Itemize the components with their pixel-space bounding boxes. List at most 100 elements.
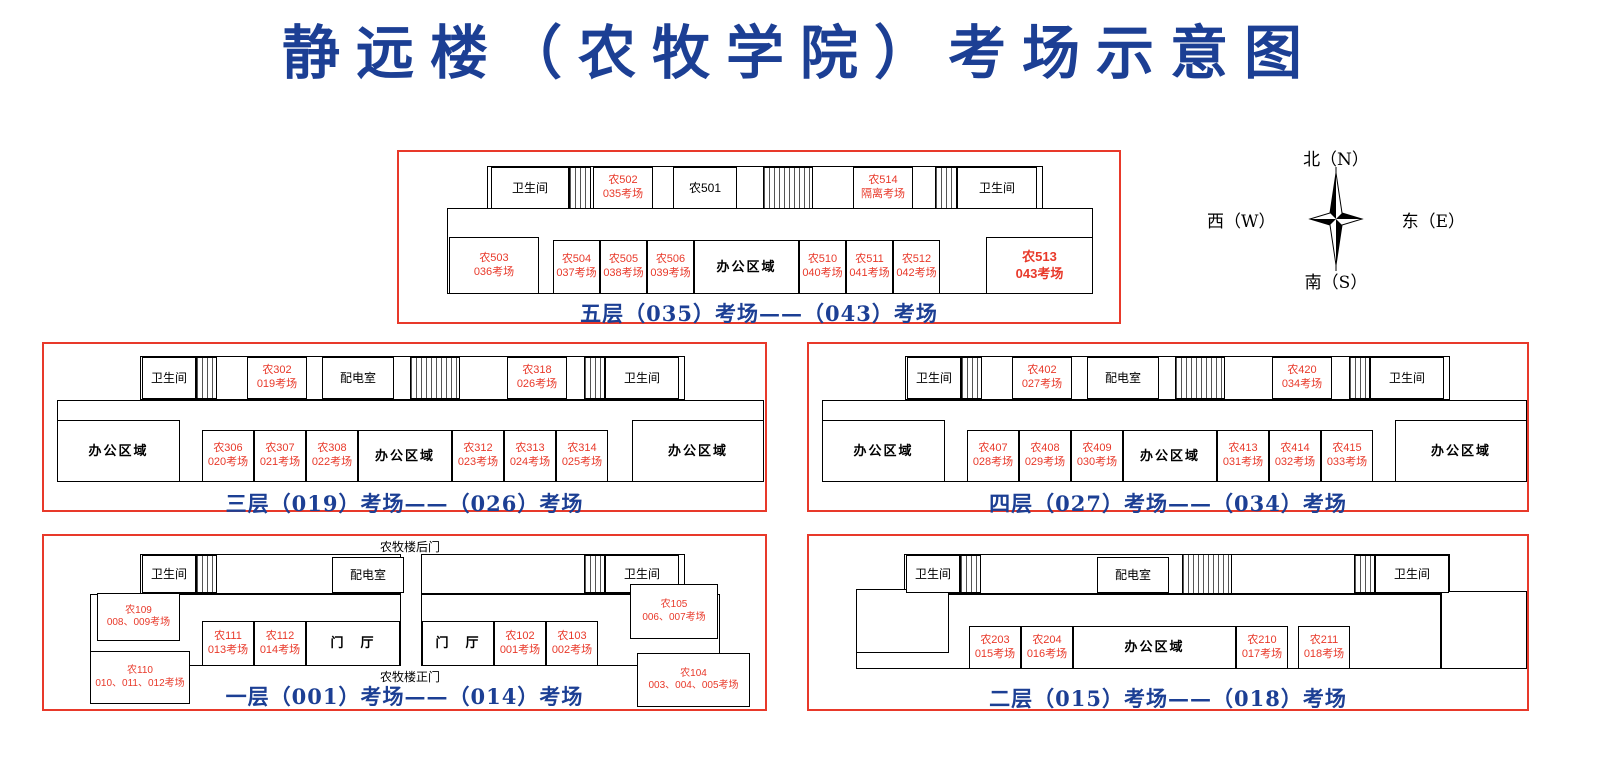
office-area-center: 办公区域 [694,240,799,294]
room-number: 农502 [608,174,638,187]
exam-label: 038考场 [603,267,644,279]
exam-label: 008、009考场 [106,617,171,628]
compass-south-label: 南（S） [1304,273,1368,293]
room-label: 配电室 [1104,370,1141,385]
room-label: 办公区域 [716,258,777,274]
exam-label: 022考场 [311,456,353,468]
office-area-center: 办公区域 [1123,430,1217,482]
room-number: 农105 [660,599,688,610]
exam-label: 029考场 [1024,456,1066,468]
exam-label: 025考场 [561,456,603,468]
exam-label: 010、011、012考场 [95,677,185,689]
power-room: 配电室 [1087,357,1159,399]
room-label: 办公区域 [1124,639,1185,655]
floor-3-caption: 三层（019）考场——（026）考场 [225,491,584,516]
compass-north-label: 北（N） [1303,150,1369,170]
room-number: 农111 [214,629,242,642]
room-label: 配电室 [349,567,386,582]
room-number: 农413 [1228,442,1258,455]
room-number: 农308 [317,442,347,455]
room-number: 农307 [265,442,295,455]
room-label: 卫生间 [150,566,187,581]
restroom-left: 卫生间 [491,167,569,209]
page-title: 静远楼（农牧学院）考场示意图 [281,19,1318,87]
room-label: 办公区域 [1139,447,1200,463]
room-label: 办公区域 [667,442,728,458]
floor-2-right-annex [1441,591,1527,669]
entrance-hall-right: 门 厅 [422,621,494,666]
room-label: 卫生间 [511,180,548,195]
room-number: 农409 [1082,442,1112,455]
room-label: 配电室 [1114,567,1151,582]
exam-label: 020考场 [207,456,249,468]
room-label: 卫生间 [623,370,660,385]
room-label: 门 厅 [435,635,481,651]
stairwell-right [1354,555,1375,593]
exam-label: 018考场 [1303,647,1345,660]
stairwell-right [584,357,605,399]
room-label: 卫生间 [150,370,187,385]
room-number: 农103 [557,629,587,642]
room-number: 农503 [479,251,509,264]
restroom-right: 卫生间 [605,357,679,399]
exam-label: 017考场 [1241,647,1283,660]
room-number: 农514 [868,174,898,187]
exam-label: 023考场 [457,456,499,468]
power-room: 配电室 [1097,557,1169,593]
room-number: 农210 [1247,633,1277,646]
stairwell-center [1175,357,1225,399]
restroom-left: 卫生间 [907,357,961,399]
room-number: 农420 [1287,364,1317,377]
stairwell-center [410,357,460,399]
room-number: 农312 [463,442,493,455]
room-number: 农402 [1027,364,1057,377]
room-label: 办公区域 [1430,442,1491,458]
entrance-corridor [400,554,422,666]
stairwell-left [196,357,217,399]
room-n501: 农501 [673,167,737,209]
room-number: 农302 [262,364,292,377]
compass-rose-icon [1308,167,1364,271]
entrance-hall-left: 门 厅 [306,621,400,666]
office-area-right: 办公区域 [632,420,764,482]
exam-label: 014考场 [259,643,301,656]
exam-label: 031考场 [1222,456,1264,468]
office-area-left: 办公区域 [57,420,180,482]
power-room: 配电室 [332,557,404,593]
floor-4-caption: 四层（027）考场——（034）考场 [989,491,1347,516]
exam-label: 037考场 [556,267,597,279]
exam-label: 036考场 [473,265,515,278]
room-number: 农102 [505,629,535,642]
room-number: 农504 [561,253,592,266]
back-gate-label: 农牧楼后门 [379,540,440,554]
floor-5-caption: 五层（035）考场——（043）考场 [580,301,938,326]
room-number: 农512 [901,253,932,266]
room-number: 农506 [655,253,686,266]
room-number: 农313 [515,442,545,455]
stairwell-left [569,167,591,209]
exam-label: 019考场 [256,378,298,390]
room-label: 门 厅 [330,635,376,651]
